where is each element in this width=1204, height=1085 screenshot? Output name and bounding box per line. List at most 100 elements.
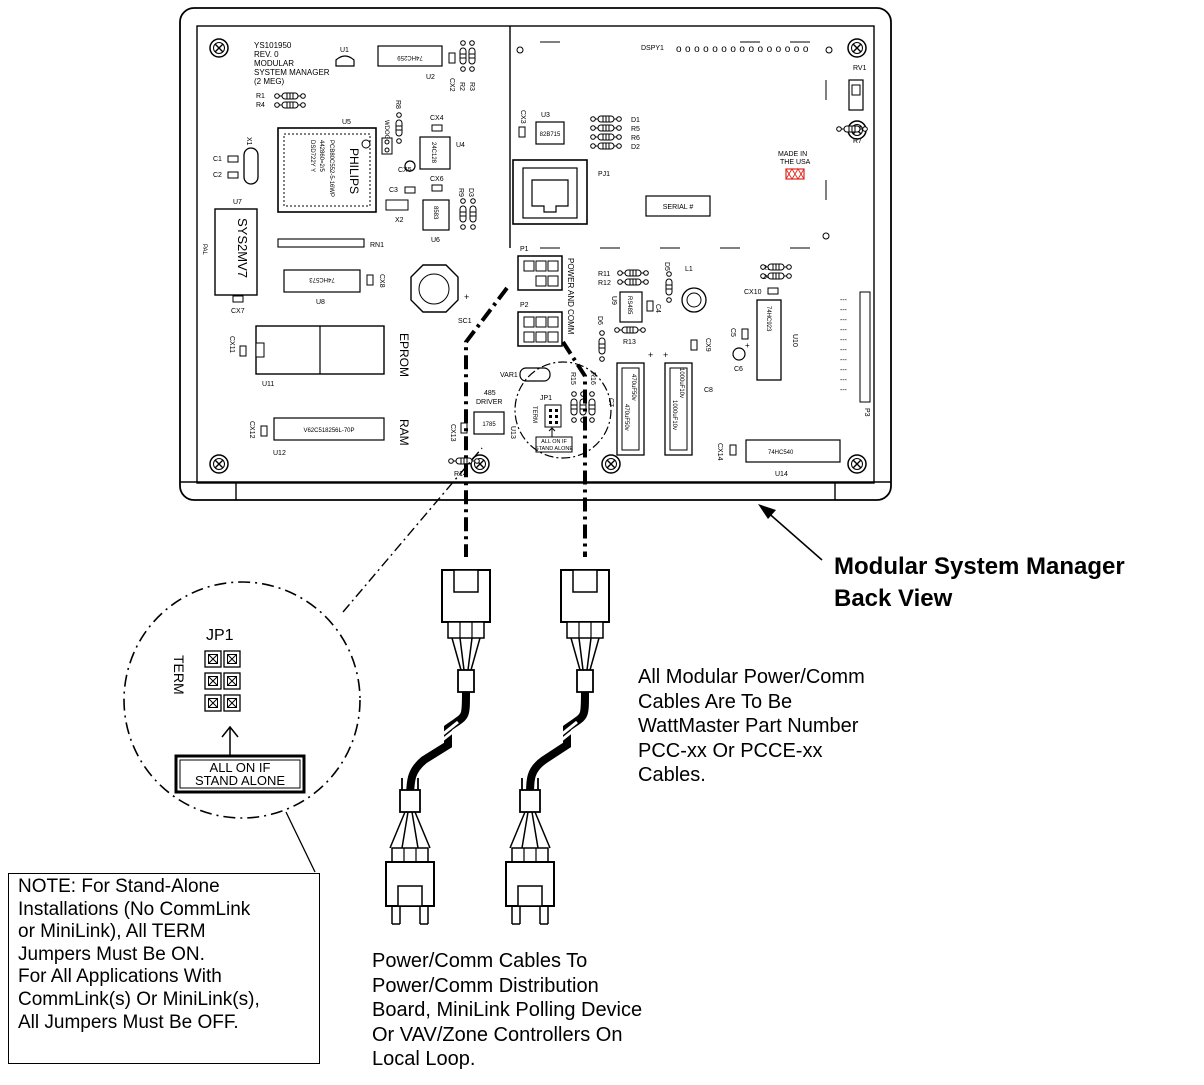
svg-text:R1: R1 <box>256 93 265 100</box>
svg-text:U3: U3 <box>541 112 550 119</box>
svg-text:24C128: 24C128 <box>430 142 436 164</box>
svg-text:- - -: - - - <box>840 387 848 394</box>
svg-text:U13: U13 <box>509 426 516 439</box>
svg-text:R2: R2 <box>458 82 465 91</box>
svg-text:SYSTEM MANAGER: SYSTEM MANAGER <box>254 68 330 77</box>
svg-text:D4: D4 <box>762 274 771 281</box>
svg-text:U1: U1 <box>340 47 349 54</box>
note-box: NOTE: For Stand-Alone Installations (No … <box>8 873 320 1064</box>
svg-text:RV1: RV1 <box>853 65 867 72</box>
board-header: YS101950 REV. 0 MODULAR SYSTEM MANAGER (… <box>254 41 330 86</box>
svg-text:JP1: JP1 <box>540 395 552 402</box>
svg-text:D3: D3 <box>467 188 474 197</box>
svg-text:THE USA: THE USA <box>780 159 811 166</box>
svg-text:U6: U6 <box>431 237 440 244</box>
svg-text:U9: U9 <box>610 296 617 305</box>
chip-u2: 74HC259 U2 <box>377 45 443 81</box>
svg-text:- - -: - - - <box>840 337 848 344</box>
svg-text:MADE IN: MADE IN <box>778 151 807 158</box>
svg-text:C3: C3 <box>389 187 398 194</box>
svg-text:CX10: CX10 <box>744 289 762 296</box>
svg-text:- - -: - - - <box>840 317 848 324</box>
svg-text:PJ1: PJ1 <box>598 171 610 178</box>
svg-text:P1: P1 <box>520 246 529 253</box>
screw-icon <box>847 454 867 474</box>
svg-text:CX4: CX4 <box>430 115 444 122</box>
svg-text:+: + <box>464 292 469 302</box>
svg-text:R4: R4 <box>256 102 265 109</box>
svg-text:V62C518256L-70P: V62C518256L-70P <box>303 428 354 434</box>
svg-text:CX7: CX7 <box>231 308 245 315</box>
svg-text:U4: U4 <box>456 142 465 149</box>
svg-text:R14: R14 <box>454 471 467 478</box>
svg-text:R5: R5 <box>631 126 640 133</box>
jack-pj1: PJ1 <box>512 159 610 225</box>
svg-text:VAR1: VAR1 <box>500 372 518 379</box>
connector-p3: - - - - - - - - - - - - - - - - - - - - … <box>840 291 871 417</box>
svg-text:- - -: - - - <box>840 367 848 374</box>
svg-text:- - -: - - - <box>840 327 848 334</box>
svg-text:D2: D2 <box>631 144 640 151</box>
svg-text:R11: R11 <box>598 271 610 278</box>
svg-text:SERIAL #: SERIAL # <box>663 204 694 211</box>
svg-text:+: + <box>745 341 750 350</box>
svg-text:U8: U8 <box>316 299 325 306</box>
svg-text:EPROM: EPROM <box>397 333 411 377</box>
svg-text:D1: D1 <box>631 117 640 124</box>
svg-text:442860=2/5: 442860=2/5 <box>318 140 324 173</box>
svg-text:CX9: CX9 <box>704 338 711 352</box>
svg-text:(2 MEG): (2 MEG) <box>254 77 285 86</box>
callout-jp1: JP1 TERM ALL ON IF STAND ALONE <box>171 627 306 794</box>
svg-text:STAND ALONE: STAND ALONE <box>195 773 285 788</box>
svg-text:REV. 0: REV. 0 <box>254 50 279 59</box>
svg-text:R7: R7 <box>853 138 862 145</box>
page-subtitle: Back View <box>834 585 953 612</box>
svg-text:WDOG: WDOG <box>383 120 389 140</box>
svg-text:ooooooooooooooo: ooooooooooooooo <box>676 44 812 55</box>
svg-text:CX3: CX3 <box>519 110 526 124</box>
svg-text:R13: R13 <box>623 339 636 346</box>
svg-text:R3: R3 <box>468 82 475 91</box>
svg-text:CX8: CX8 <box>378 274 385 288</box>
svg-text:R9: R9 <box>457 188 464 197</box>
svg-text:TERM: TERM <box>531 406 537 423</box>
svg-text:74HC540: 74HC540 <box>768 450 794 456</box>
svg-text:R6: R6 <box>631 135 640 142</box>
svg-text:DSPY1: DSPY1 <box>641 45 664 52</box>
svg-text:X1: X1 <box>245 137 252 146</box>
svg-text:JP1: JP1 <box>206 627 234 644</box>
svg-text:CX6: CX6 <box>430 176 444 183</box>
svg-text:- - -: - - - <box>840 357 848 364</box>
svg-text:RN1: RN1 <box>370 242 384 249</box>
svg-text:D6: D6 <box>596 316 603 325</box>
svg-text:8583: 8583 <box>432 206 438 220</box>
screw-icon <box>209 454 229 474</box>
svg-text:L1: L1 <box>685 266 693 273</box>
svg-text:82B715: 82B715 <box>540 132 561 138</box>
svg-text:U10: U10 <box>791 334 798 347</box>
svg-text:C2: C2 <box>213 172 222 179</box>
svg-text:U7: U7 <box>233 199 242 206</box>
svg-text:- - -: - - - <box>840 377 848 384</box>
svg-text:- - -: - - - <box>840 347 848 354</box>
svg-text:CX13: CX13 <box>449 424 456 442</box>
svg-text:SC1: SC1 <box>458 318 472 325</box>
svg-text:POWER AND COMM: POWER AND COMM <box>566 258 575 335</box>
svg-text:C6: C6 <box>734 366 743 373</box>
svg-text:R12: R12 <box>598 280 611 287</box>
svg-text:X2: X2 <box>395 217 404 224</box>
svg-text:R8: R8 <box>394 100 401 109</box>
svg-text:ALL ON IF: ALL ON IF <box>541 439 567 445</box>
svg-text:R16: R16 <box>589 372 596 385</box>
svg-text:CX5: CX5 <box>398 167 412 174</box>
capacitor-c8: 1000uF10v 1000uF10v C8 + <box>663 350 713 456</box>
svg-text:C1: C1 <box>213 156 222 163</box>
svg-text:MODULAR: MODULAR <box>254 59 294 68</box>
chip-u1: U1 <box>335 47 355 67</box>
display-connector: DSPY1 ooooooooooooooo <box>509 26 833 249</box>
svg-text:U11: U11 <box>262 381 274 388</box>
screw-icon <box>209 38 229 58</box>
svg-text:P2: P2 <box>520 302 529 309</box>
svg-text:CX12: CX12 <box>248 421 255 439</box>
svg-text:470uF50v: 470uF50v <box>623 404 629 431</box>
